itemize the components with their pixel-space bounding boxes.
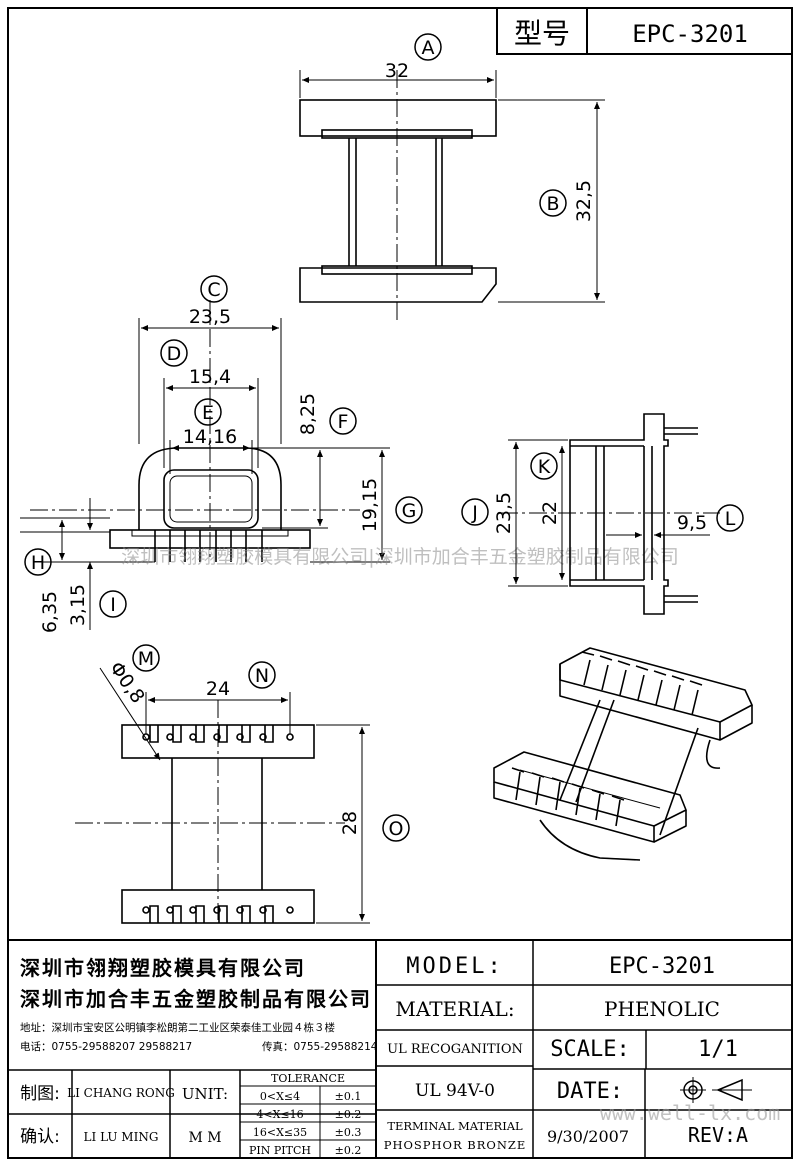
svg-text:A: A <box>422 37 435 59</box>
core-window <box>163 469 259 529</box>
top-view <box>299 70 605 320</box>
company-name-2: 深圳市加合丰五金塑胶制品有限公司 <box>20 987 372 1011</box>
ul-value: UL 94V-0 <box>415 1081 495 1101</box>
material-value: PHENOLIC <box>604 997 720 1021</box>
svg-text:H: H <box>31 552 45 574</box>
tol-val-4: ±0.2 <box>335 1144 362 1157</box>
svg-text:3,15: 3,15 <box>67 584 89 626</box>
top-flange <box>299 99 497 137</box>
svg-text:O: O <box>389 818 404 840</box>
tol-range-4: PIN PITCH <box>249 1144 311 1157</box>
svg-text:23,5: 23,5 <box>189 306 231 328</box>
svg-text:8,25: 8,25 <box>297 393 319 435</box>
dim-C: C 23,5 <box>189 275 231 328</box>
dim-A: A 32 <box>385 33 442 82</box>
svg-text:M: M <box>138 648 154 670</box>
tol-val-3: ±0.3 <box>335 1126 362 1139</box>
svg-text:C: C <box>207 279 220 301</box>
svg-text:19,15: 19,15 <box>359 478 381 532</box>
company-name-1: 深圳市翎翔塑胶模具有限公司 <box>20 956 306 980</box>
svg-text:24: 24 <box>206 678 230 700</box>
svg-text:G: G <box>402 500 417 522</box>
model-value: EPC-3201 <box>609 954 715 979</box>
company-fax: 传真：0755-29588214 <box>262 1040 378 1053</box>
dim-D: D 15,4 <box>160 339 231 388</box>
ul-recognition-label: UL RECOGANITION <box>387 1042 523 1057</box>
isometric-view <box>493 647 753 861</box>
scale-value: 1/1 <box>698 1037 738 1062</box>
company-address: 地址：深圳市宝安区公明镇李松朗第二工业区荣泰佳工业园４栋３楼 <box>20 1021 335 1034</box>
scale-label: SCALE: <box>550 1037 629 1062</box>
terminal-material-value: PHOSPHOR BRONZE <box>384 1138 527 1152</box>
title-block-text: 深圳市翎翔塑胶模具有限公司 深圳市加合丰五金塑胶制品有限公司 地址：深圳市宝安区… <box>20 954 780 1157</box>
unit-label: UNIT: <box>182 1085 228 1103</box>
dim-O: O 28 <box>339 811 410 842</box>
tol-val-2: ±0.2 <box>335 1108 362 1121</box>
tol-range-2: 4<X≤16 <box>256 1108 303 1121</box>
dim-J: J 23,5 <box>461 492 515 534</box>
svg-text:K: K <box>538 456 551 478</box>
side-view <box>500 413 720 615</box>
dim-L: L 9,5 <box>677 504 744 534</box>
unit-value: M M <box>188 1130 221 1146</box>
svg-text:I: I <box>110 594 116 616</box>
svg-text:E: E <box>202 402 214 424</box>
tol-val-1: ±0.1 <box>335 1090 362 1103</box>
tol-range-1: 0<X≤4 <box>260 1090 300 1103</box>
drawn-name: LI CHANG RONG <box>67 1086 175 1100</box>
model-label: MODEL: <box>406 954 503 979</box>
svg-text:B: B <box>546 193 559 215</box>
svg-text:22: 22 <box>539 501 561 525</box>
front-view <box>20 300 390 630</box>
svg-text:D: D <box>167 343 182 365</box>
bottom-flange <box>299 267 497 303</box>
svg-text:15,4: 15,4 <box>189 366 231 388</box>
check-name: LI LU MING <box>84 1130 159 1144</box>
svg-text:32: 32 <box>385 60 409 82</box>
svg-text:9,5: 9,5 <box>677 512 707 534</box>
terminal-material-label: TERMINAL MATERIAL <box>387 1119 523 1133</box>
svg-text:23,5: 23,5 <box>493 492 515 534</box>
dim-B: B 32,5 <box>539 180 595 222</box>
date-label: DATE: <box>557 1079 623 1104</box>
svg-text:N: N <box>255 665 269 687</box>
dim-H: H 6,35 <box>24 548 61 633</box>
dim-E: E 14,16 <box>183 398 237 448</box>
svg-text:J: J <box>471 502 478 524</box>
dim-K: K 22 <box>530 452 561 525</box>
svg-text:28: 28 <box>339 811 361 835</box>
model-code: EPC-3201 <box>632 20 748 48</box>
header-box: 型号 EPC-3201 <box>496 7 793 55</box>
type-label: 型号 <box>514 17 570 50</box>
svg-text:L: L <box>725 508 736 530</box>
check-label: 确认: <box>20 1127 60 1147</box>
website-watermark: www.well-lx.com <box>600 1101 781 1125</box>
dim-G: G 19,15 <box>359 478 423 532</box>
svg-text:F: F <box>338 411 349 433</box>
revision: REV:A <box>688 1123 748 1147</box>
tol-range-3: 16<X≤35 <box>253 1126 307 1139</box>
dim-I: I 3,15 <box>67 584 127 626</box>
company-phone: 电话：0755-29588207 29588217 <box>20 1040 192 1053</box>
bottom-view <box>75 667 370 924</box>
tolerance-title: TOLERANCE <box>271 1072 345 1085</box>
date-value: 9/30/2007 <box>547 1127 629 1146</box>
outer-border <box>7 7 793 1159</box>
dim-N: N 24 <box>206 661 276 700</box>
dim-M: M Φ0,8 <box>105 644 160 707</box>
material-label: MATERIAL: <box>395 997 514 1021</box>
dim-F: F 8,25 <box>297 393 357 435</box>
watermark-text: 深圳市翎翔塑胶模具有限公司|深圳市加合丰五金塑胶制品有限公司 <box>121 546 678 568</box>
svg-text:32,5: 32,5 <box>573 180 595 222</box>
title-block <box>8 939 792 1158</box>
drawn-label: 制图: <box>20 1084 60 1104</box>
svg-text:14,16: 14,16 <box>183 426 237 448</box>
svg-text:6,35: 6,35 <box>39 591 61 633</box>
